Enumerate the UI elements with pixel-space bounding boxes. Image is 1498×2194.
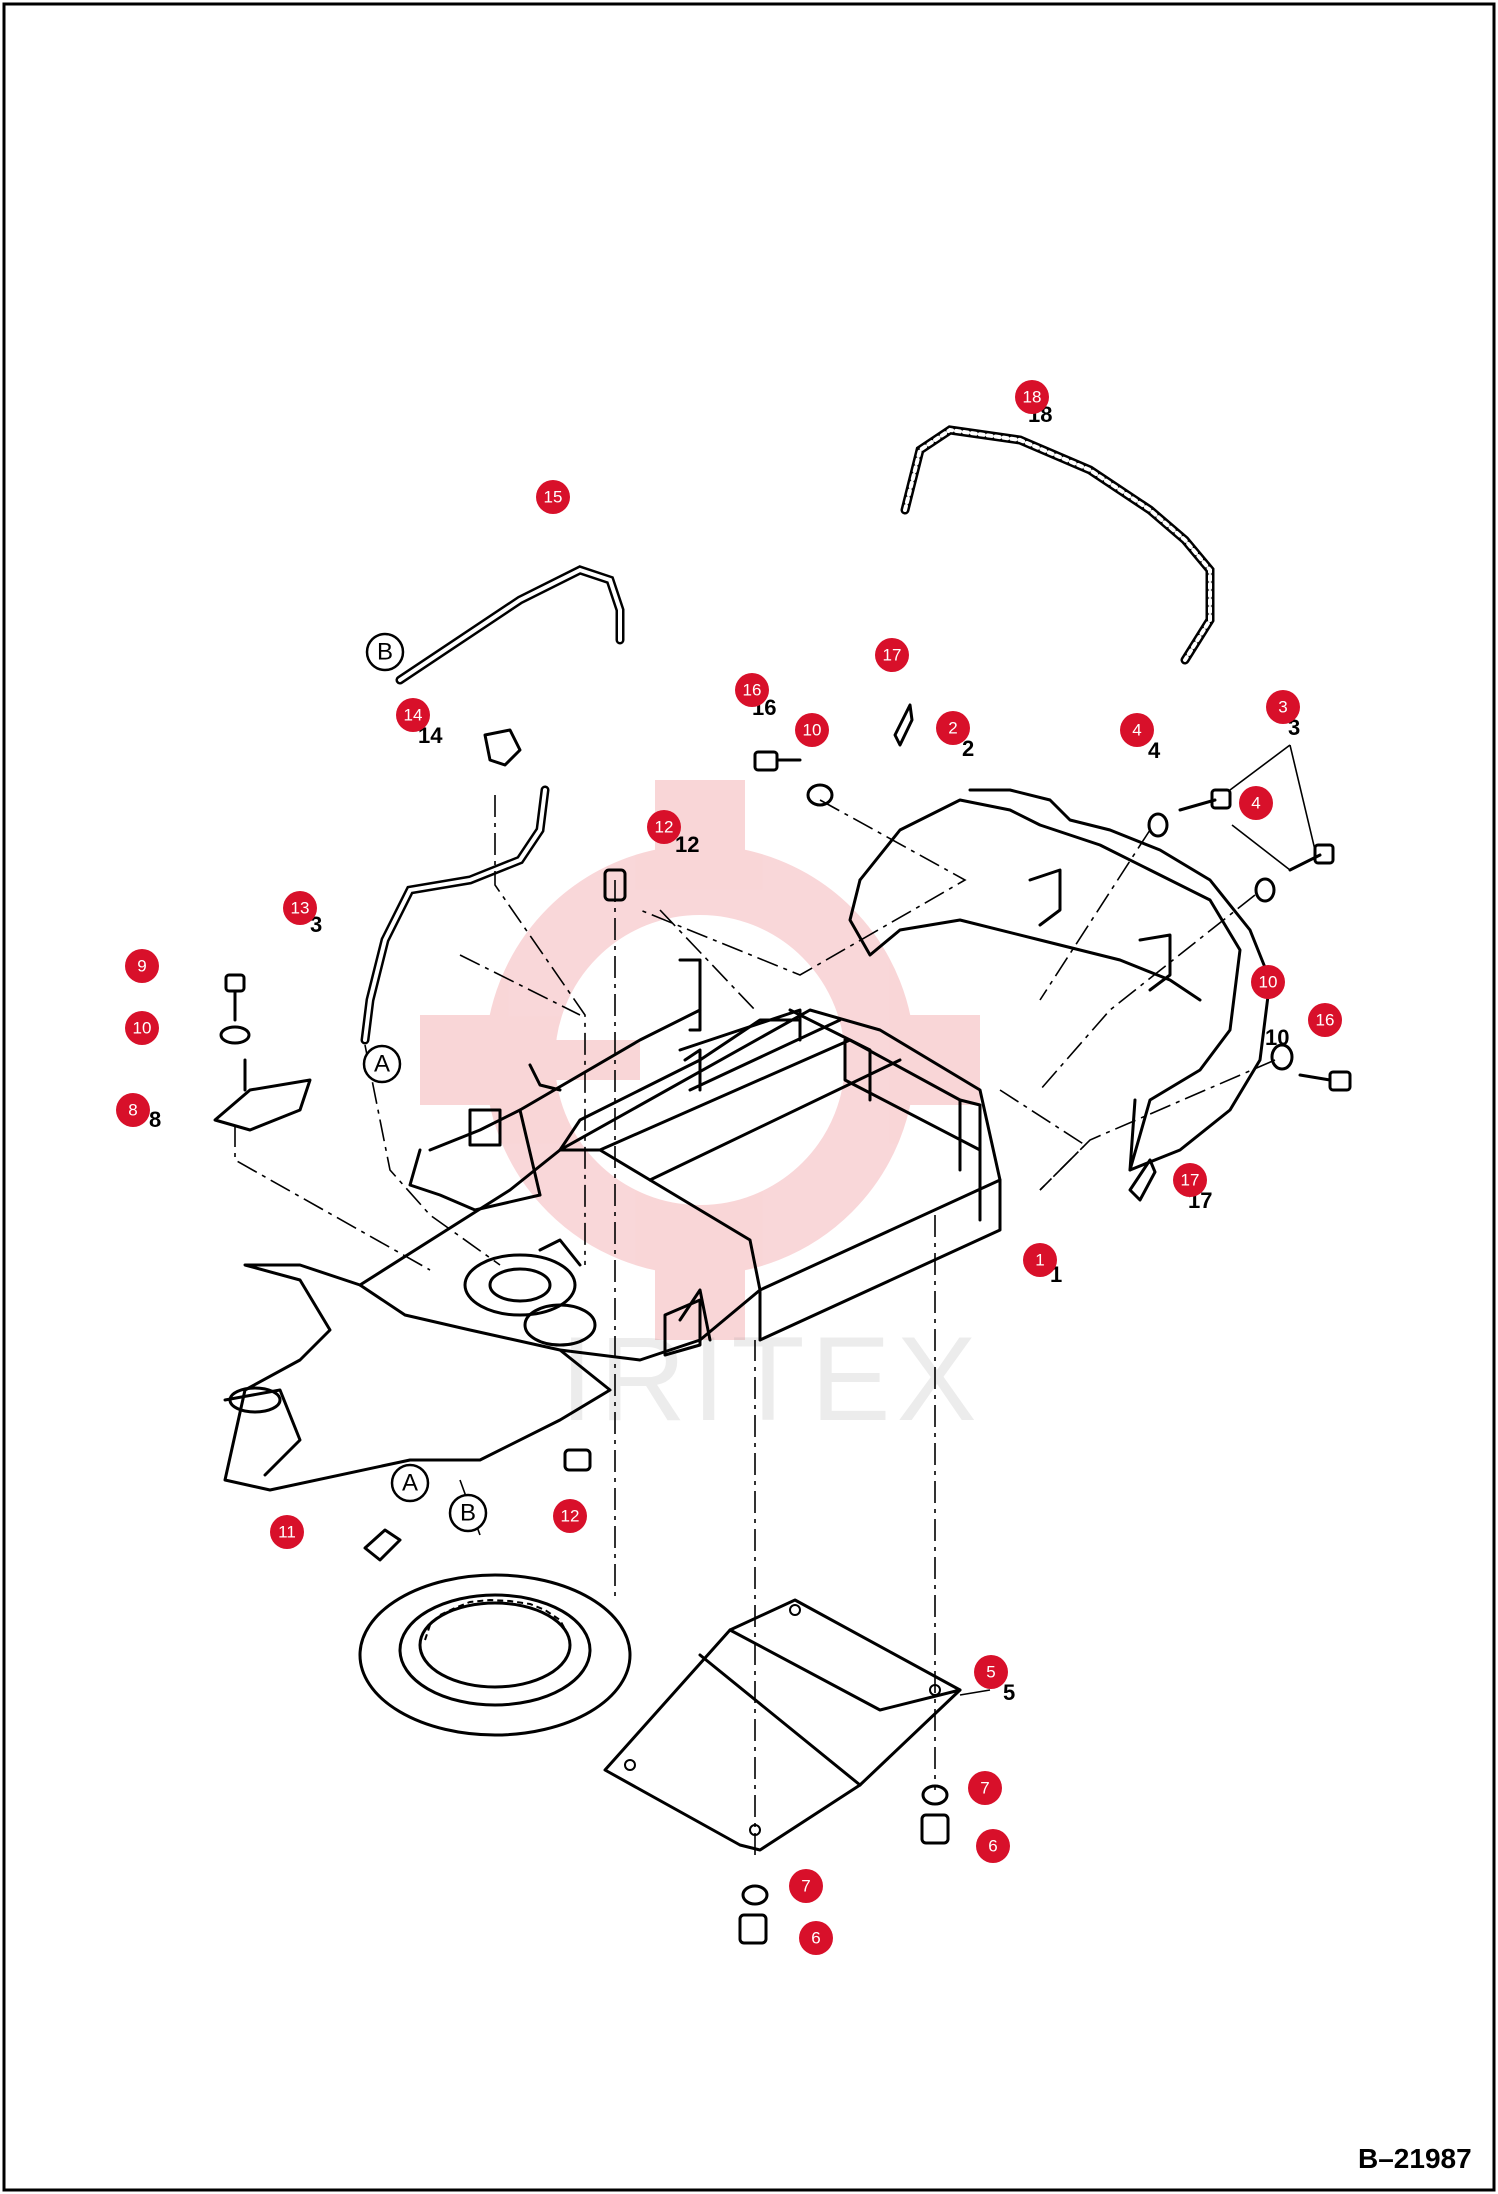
callout-3[interactable]: 3 [1266,690,1300,724]
callout-5[interactable]: 5 [974,1655,1008,1689]
callout-7-right[interactable]: 7 [968,1771,1002,1805]
svg-text:17: 17 [883,646,902,665]
washer-10-left [219,1025,251,1045]
callout-13[interactable]: 13 [283,891,317,925]
watermark-gear-logo [420,780,980,1340]
part-number-5: 5 [1003,1680,1015,1705]
part-number-8: 8 [149,1107,161,1132]
elbow-fitting [483,728,522,767]
svg-text:3: 3 [1278,698,1287,717]
grease-nipple-lower [563,1448,592,1472]
bolt-16-right [1298,1070,1352,1092]
rubber-strip-17-top [893,703,914,747]
bolt-9 [224,973,246,1022]
callout-7-bottom[interactable]: 7 [789,1869,823,1903]
svg-text:11: 11 [278,1523,296,1542]
svg-text:13: 13 [291,899,310,918]
connection-letter-b-top: B [365,632,405,672]
washer-4-a [1147,812,1169,838]
edge-trim-hose [900,425,1215,665]
bracket-8 [213,1058,312,1132]
washer-7-bottom [741,1884,769,1906]
svg-text:B: B [377,639,393,666]
bolt-6-bottom [738,1913,768,1945]
svg-text:B: B [460,1500,476,1527]
svg-text:10: 10 [803,721,822,740]
svg-text:2: 2 [948,719,957,738]
callout-18[interactable]: 18 [1015,380,1049,414]
connection-letter-a-bottom: A [390,1463,430,1503]
callout-4-top[interactable]: 4 [1120,713,1154,747]
washer-4-b [1254,877,1276,903]
svg-text:1: 1 [1035,1251,1044,1270]
callout-16-right[interactable]: 16 [1308,1003,1342,1037]
svg-text:12: 12 [561,1507,580,1526]
svg-text:15: 15 [544,488,563,507]
drawing-number: B–21987 [1358,2143,1472,2174]
part-number-2: 2 [962,736,974,761]
svg-text:6: 6 [811,1929,820,1948]
svg-text:A: A [402,1470,418,1497]
counterweight-shield [848,788,1272,1172]
callout-2[interactable]: 2 [936,711,970,745]
svg-text:9: 9 [137,957,146,976]
callout-12-upper[interactable]: 12 [647,810,681,844]
svg-text:5: 5 [986,1663,995,1682]
hose-b [395,565,625,685]
bolt-3-a [1178,788,1232,812]
svg-text:A: A [374,1051,390,1078]
swing-bearing-ring [358,1573,632,1737]
bolt-3-b [1288,843,1335,872]
svg-text:14: 14 [404,706,423,725]
bottom-cover-plate [603,1598,962,1852]
callout-16-top[interactable]: 16 [735,673,769,707]
svg-text:10: 10 [1259,973,1278,992]
callout-1[interactable]: 1 [1023,1243,1057,1277]
svg-text:4: 4 [1251,794,1260,813]
upper-structure-frame [223,958,1002,1492]
callout-15[interactable]: 15 [536,480,570,514]
svg-text:16: 16 [1316,1011,1335,1030]
callout-10-right[interactable]: 10 [1251,965,1285,999]
svg-text:12: 12 [655,818,674,837]
svg-text:17: 17 [1181,1171,1200,1190]
part-number-12: 12 [675,832,699,857]
callout-14[interactable]: 14 [396,698,430,732]
callout-9[interactable]: 9 [125,949,159,983]
svg-text:10: 10 [133,1019,152,1038]
svg-text:7: 7 [980,1779,989,1798]
callout-8[interactable]: 8 [116,1093,150,1127]
callout-10-left[interactable]: 10 [125,1011,159,1045]
callout-6-right[interactable]: 6 [976,1829,1010,1863]
washer-10-upper [806,783,834,807]
callout-11[interactable]: 11 [270,1515,304,1549]
rubber-strip-17-bottom [1128,1158,1157,1202]
hose-a [360,785,550,1045]
part-number-10: 10 [1265,1025,1289,1050]
callout-12-lower[interactable]: 12 [553,1499,587,1533]
washer-10-right [1270,1043,1294,1071]
fitting-11 [363,1528,402,1562]
svg-text:18: 18 [1023,388,1042,407]
callout-6-bottom[interactable]: 6 [799,1921,833,1955]
connection-letter-b-bottom: B [448,1493,488,1533]
callout-4-lower[interactable]: 4 [1239,786,1273,820]
bolt-16-upper [753,750,802,772]
bolt-6-right [920,1813,950,1845]
svg-text:16: 16 [743,681,762,700]
connection-letter-a-left: A [362,1044,402,1084]
svg-text:7: 7 [801,1877,810,1896]
watermark-text: IRITEX [560,1312,983,1446]
svg-text:6: 6 [988,1837,997,1856]
svg-text:8: 8 [128,1101,137,1120]
callout-10-top[interactable]: 10 [795,713,829,747]
svg-text:4: 4 [1132,721,1141,740]
callout-17-top[interactable]: 17 [875,638,909,672]
part-number-4: 4 [1148,738,1161,763]
callout-17-bottom[interactable]: 17 [1173,1163,1207,1197]
